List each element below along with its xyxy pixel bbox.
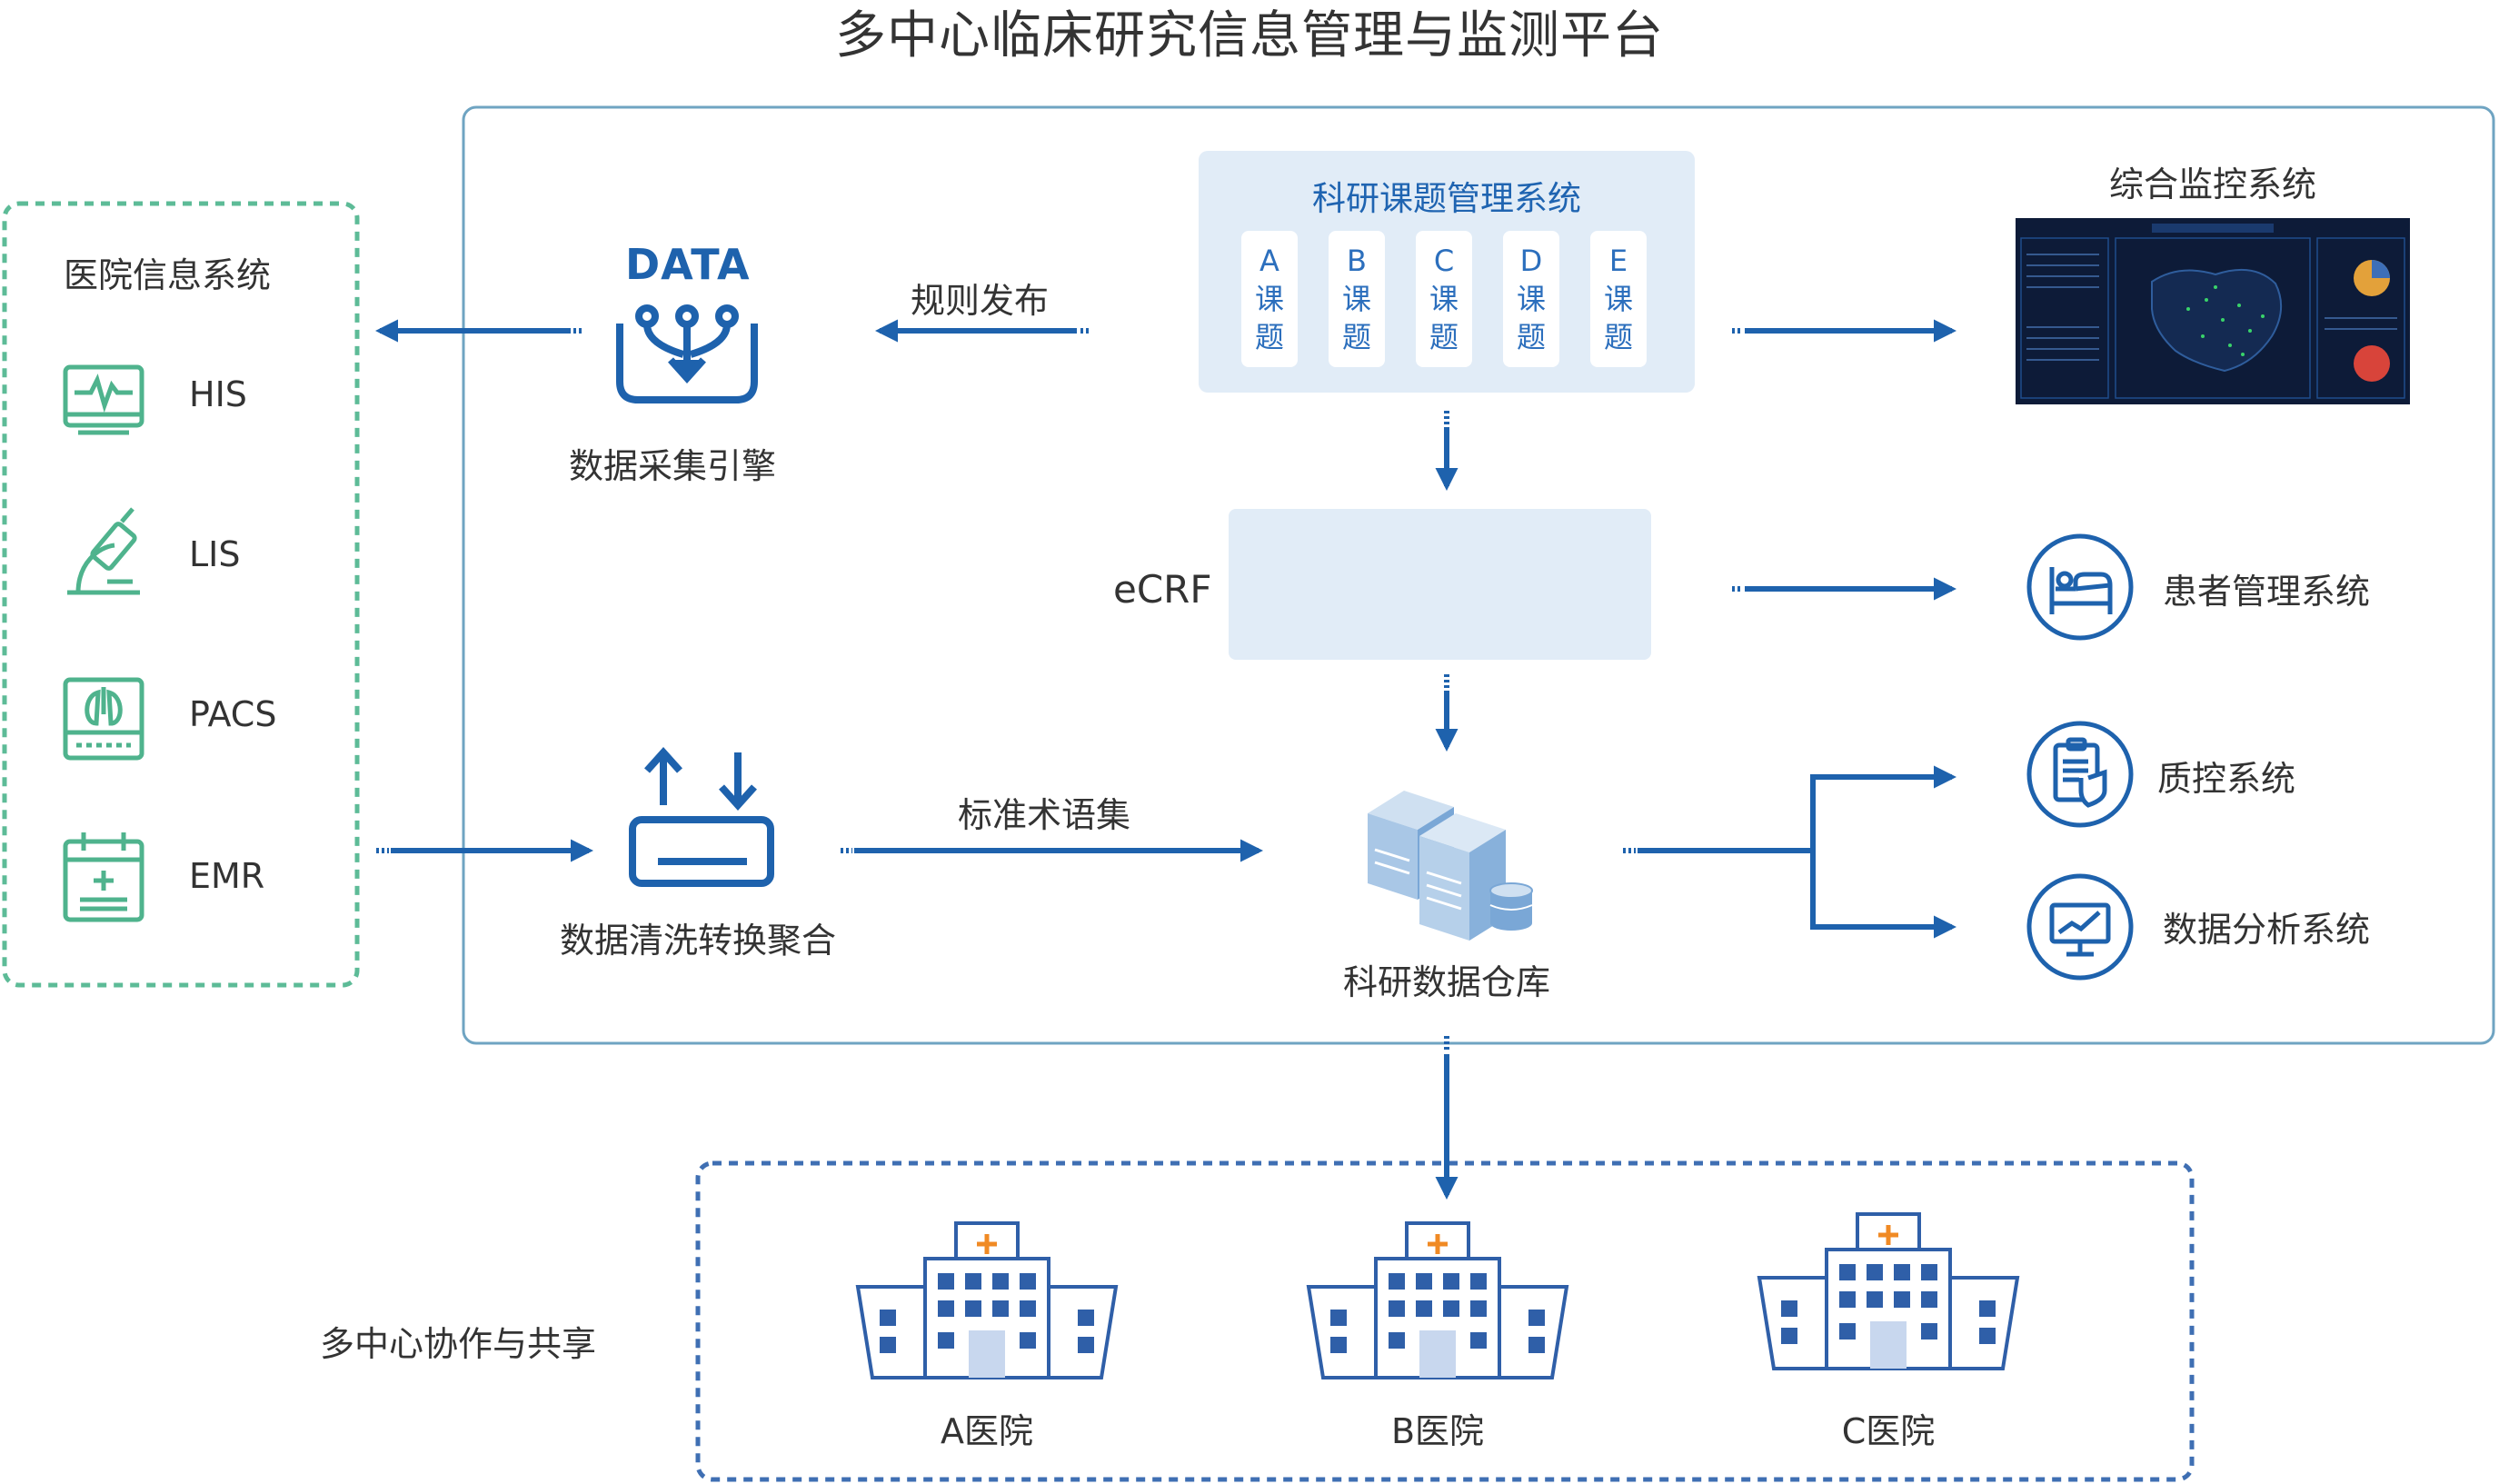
page-title: 多中心临床研究信息管理与监测平台 bbox=[835, 6, 1664, 65]
monitor-heartbeat-icon bbox=[63, 364, 144, 435]
hospital-b-label: B医院 bbox=[1390, 1411, 1485, 1451]
microscope-icon bbox=[67, 507, 140, 595]
warehouse-label: 科研数据仓库 bbox=[1342, 962, 1550, 1002]
pacs-label: PACS bbox=[189, 694, 277, 734]
his-label: HIS bbox=[189, 374, 247, 414]
xray-lungs-icon bbox=[63, 677, 144, 761]
emr-calendar-icon bbox=[63, 832, 144, 922]
topic-char: 课 bbox=[1429, 282, 1459, 316]
topic-char: 题 bbox=[1429, 320, 1459, 354]
patient-bed-icon bbox=[2026, 533, 2134, 641]
topic-char: 课 bbox=[1254, 282, 1284, 316]
arrow-warehouse-to-qc-analysis bbox=[1623, 765, 1957, 939]
ecrf-label: eCRF bbox=[1113, 567, 1212, 612]
topic-letter: E bbox=[1608, 244, 1628, 278]
hospital-a-label: A医院 bbox=[941, 1411, 1033, 1451]
rule-publish-label: 规则发布 bbox=[911, 281, 1050, 321]
dashboard-map-icon bbox=[2016, 218, 2410, 404]
monitor-label: 综合监控系统 bbox=[2108, 164, 2316, 204]
topic-char: 课 bbox=[1603, 282, 1633, 316]
topic-char: 题 bbox=[1516, 320, 1546, 354]
collab-label: 多中心协作与共享 bbox=[320, 1324, 597, 1364]
topic-card-b: B 课 题 bbox=[1329, 231, 1385, 367]
topic-letter: D bbox=[1519, 244, 1543, 278]
cleaning-label: 数据清洗转换聚合 bbox=[559, 921, 836, 961]
research-mgmt-title: 科研课题管理系统 bbox=[1312, 179, 1581, 218]
hospital-b-icon bbox=[1306, 1221, 1569, 1379]
hospital-a-icon bbox=[855, 1221, 1119, 1379]
topic-card-d: D 课 题 bbox=[1503, 231, 1559, 367]
lis-label: LIS bbox=[189, 534, 241, 574]
monitor-dashboard-thumbnail bbox=[2016, 218, 2410, 404]
emr-label: EMR bbox=[189, 856, 265, 896]
data-engine-icon bbox=[616, 304, 758, 403]
server-database-icon bbox=[1368, 791, 1533, 941]
topic-card-c: C 课 题 bbox=[1416, 231, 1472, 367]
topic-card-e: E 课 题 bbox=[1590, 231, 1647, 367]
topic-char: 题 bbox=[1254, 320, 1284, 354]
ecrf-panel bbox=[1229, 509, 1651, 660]
hospital-c-icon bbox=[1757, 1212, 2020, 1370]
topic-char: 课 bbox=[1341, 282, 1371, 316]
patient-system-label: 患者管理系统 bbox=[2163, 572, 2371, 612]
topic-char: 题 bbox=[1341, 320, 1371, 354]
topic-letter: C bbox=[1433, 244, 1455, 278]
qc-system-label: 质控系统 bbox=[2157, 759, 2296, 799]
data-engine-text: DATA bbox=[625, 240, 751, 289]
his-group-title: 医院信息系统 bbox=[64, 255, 272, 295]
topic-char: 课 bbox=[1516, 282, 1546, 316]
platform-border bbox=[462, 105, 2495, 1045]
topic-card-a: A 课 题 bbox=[1241, 231, 1298, 367]
analytics-screen-icon bbox=[2026, 873, 2134, 981]
topic-letter: B bbox=[1347, 244, 1367, 278]
topic-letter: A bbox=[1259, 244, 1279, 278]
his-group-border bbox=[2, 201, 360, 988]
hospital-c-label: C医院 bbox=[1841, 1411, 1936, 1451]
engine-label: 数据采集引擎 bbox=[568, 446, 776, 486]
terms-label: 标准术语集 bbox=[958, 795, 1131, 835]
analysis-system-label: 数据分析系统 bbox=[2163, 910, 2371, 950]
router-sync-icon bbox=[629, 747, 774, 887]
topic-char: 题 bbox=[1603, 320, 1633, 354]
qa-clipboard-icon bbox=[2026, 721, 2134, 828]
